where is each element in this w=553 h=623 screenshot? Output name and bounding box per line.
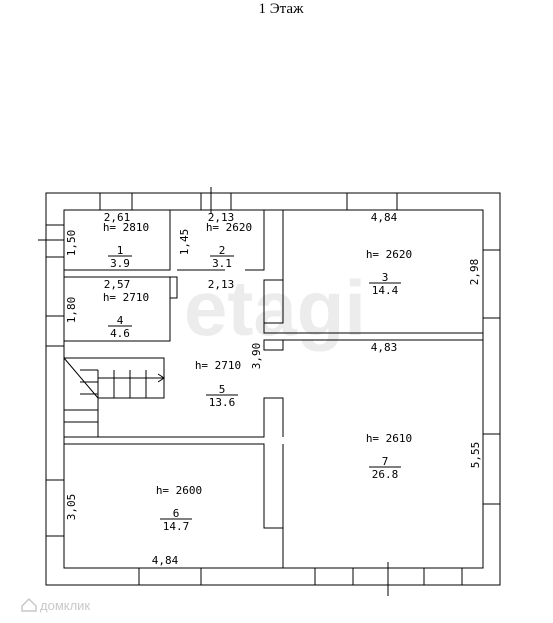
window-bottom-3	[423, 567, 463, 586]
house-icon	[21, 597, 37, 612]
room-2-area: 3.1	[212, 257, 232, 270]
room-2-height-label: h= 2620	[206, 221, 252, 234]
wall-column	[263, 279, 284, 324]
room-2-width: 2,13	[208, 211, 235, 224]
window-bottom-1	[138, 567, 202, 586]
room-5-height-label: h= 2710	[195, 359, 241, 372]
room-1-height-label: h= 2810	[103, 221, 149, 234]
logo-text: домклик	[40, 598, 90, 613]
outer-wall-outer	[45, 192, 501, 586]
room-5-area: 13.6	[209, 396, 236, 409]
room-1-number: 1	[117, 244, 124, 257]
window-top-3	[346, 192, 398, 211]
room-4-side: 1,80	[65, 297, 78, 324]
window-left-3	[45, 479, 65, 537]
room-7-height-label: h= 2610	[366, 432, 412, 445]
hall-side: 3,90	[250, 343, 263, 370]
room-6-height-label: h= 2600	[156, 484, 202, 497]
room-4-height-label: h= 2710	[103, 291, 149, 304]
room-7-number: 7	[382, 455, 389, 468]
room-3-right: 2,98	[468, 259, 481, 286]
room-3-top: 4,84	[371, 211, 398, 224]
room-3-area: 14.4	[372, 284, 399, 297]
window-top-1	[99, 192, 133, 211]
floor-title: 1 Этаж	[259, 1, 305, 17]
window-top-2	[200, 192, 232, 211]
room-6-number: 6	[173, 507, 180, 520]
window-right-1	[482, 249, 501, 319]
room-1-width: 2,61	[104, 211, 131, 224]
room-1-area: 3.9	[110, 257, 130, 270]
room-5-number: 5	[219, 383, 226, 396]
room-4-area: 4.6	[110, 327, 130, 340]
wall-stub	[170, 276, 178, 299]
room-6-area: 14.7	[163, 520, 190, 533]
window-right-2	[482, 433, 501, 505]
room-3-number: 3	[382, 271, 389, 284]
hall-walls	[64, 397, 284, 438]
window-bottom-2	[314, 567, 354, 586]
domclick-logo: домклик	[21, 597, 90, 613]
window-left-1	[45, 224, 65, 258]
room-6-side: 3,05	[65, 494, 78, 521]
room-7-walls	[263, 339, 483, 351]
window-left-2	[45, 315, 65, 347]
room-3-bottom: 4,83	[371, 341, 398, 354]
room-2-number: 2	[219, 244, 226, 257]
room-4-number: 4	[117, 314, 124, 327]
stair-arrow	[150, 373, 165, 383]
room-7-area: 26.8	[372, 468, 399, 481]
room-6-bottom: 4,84	[152, 554, 179, 567]
room-4-walls	[63, 276, 171, 342]
room-3-height-label: h= 2620	[366, 248, 412, 261]
room-2-bottom: 2,13	[208, 278, 235, 291]
room-2-side: 1,45	[178, 229, 191, 256]
watermark: etagi	[184, 264, 366, 352]
stair-steps	[63, 357, 164, 423]
room-4-width: 2,57	[104, 278, 131, 291]
room-1-side: 1,50	[65, 230, 78, 257]
room-3-walls	[263, 209, 484, 334]
room-7-right: 5,55	[469, 442, 482, 469]
